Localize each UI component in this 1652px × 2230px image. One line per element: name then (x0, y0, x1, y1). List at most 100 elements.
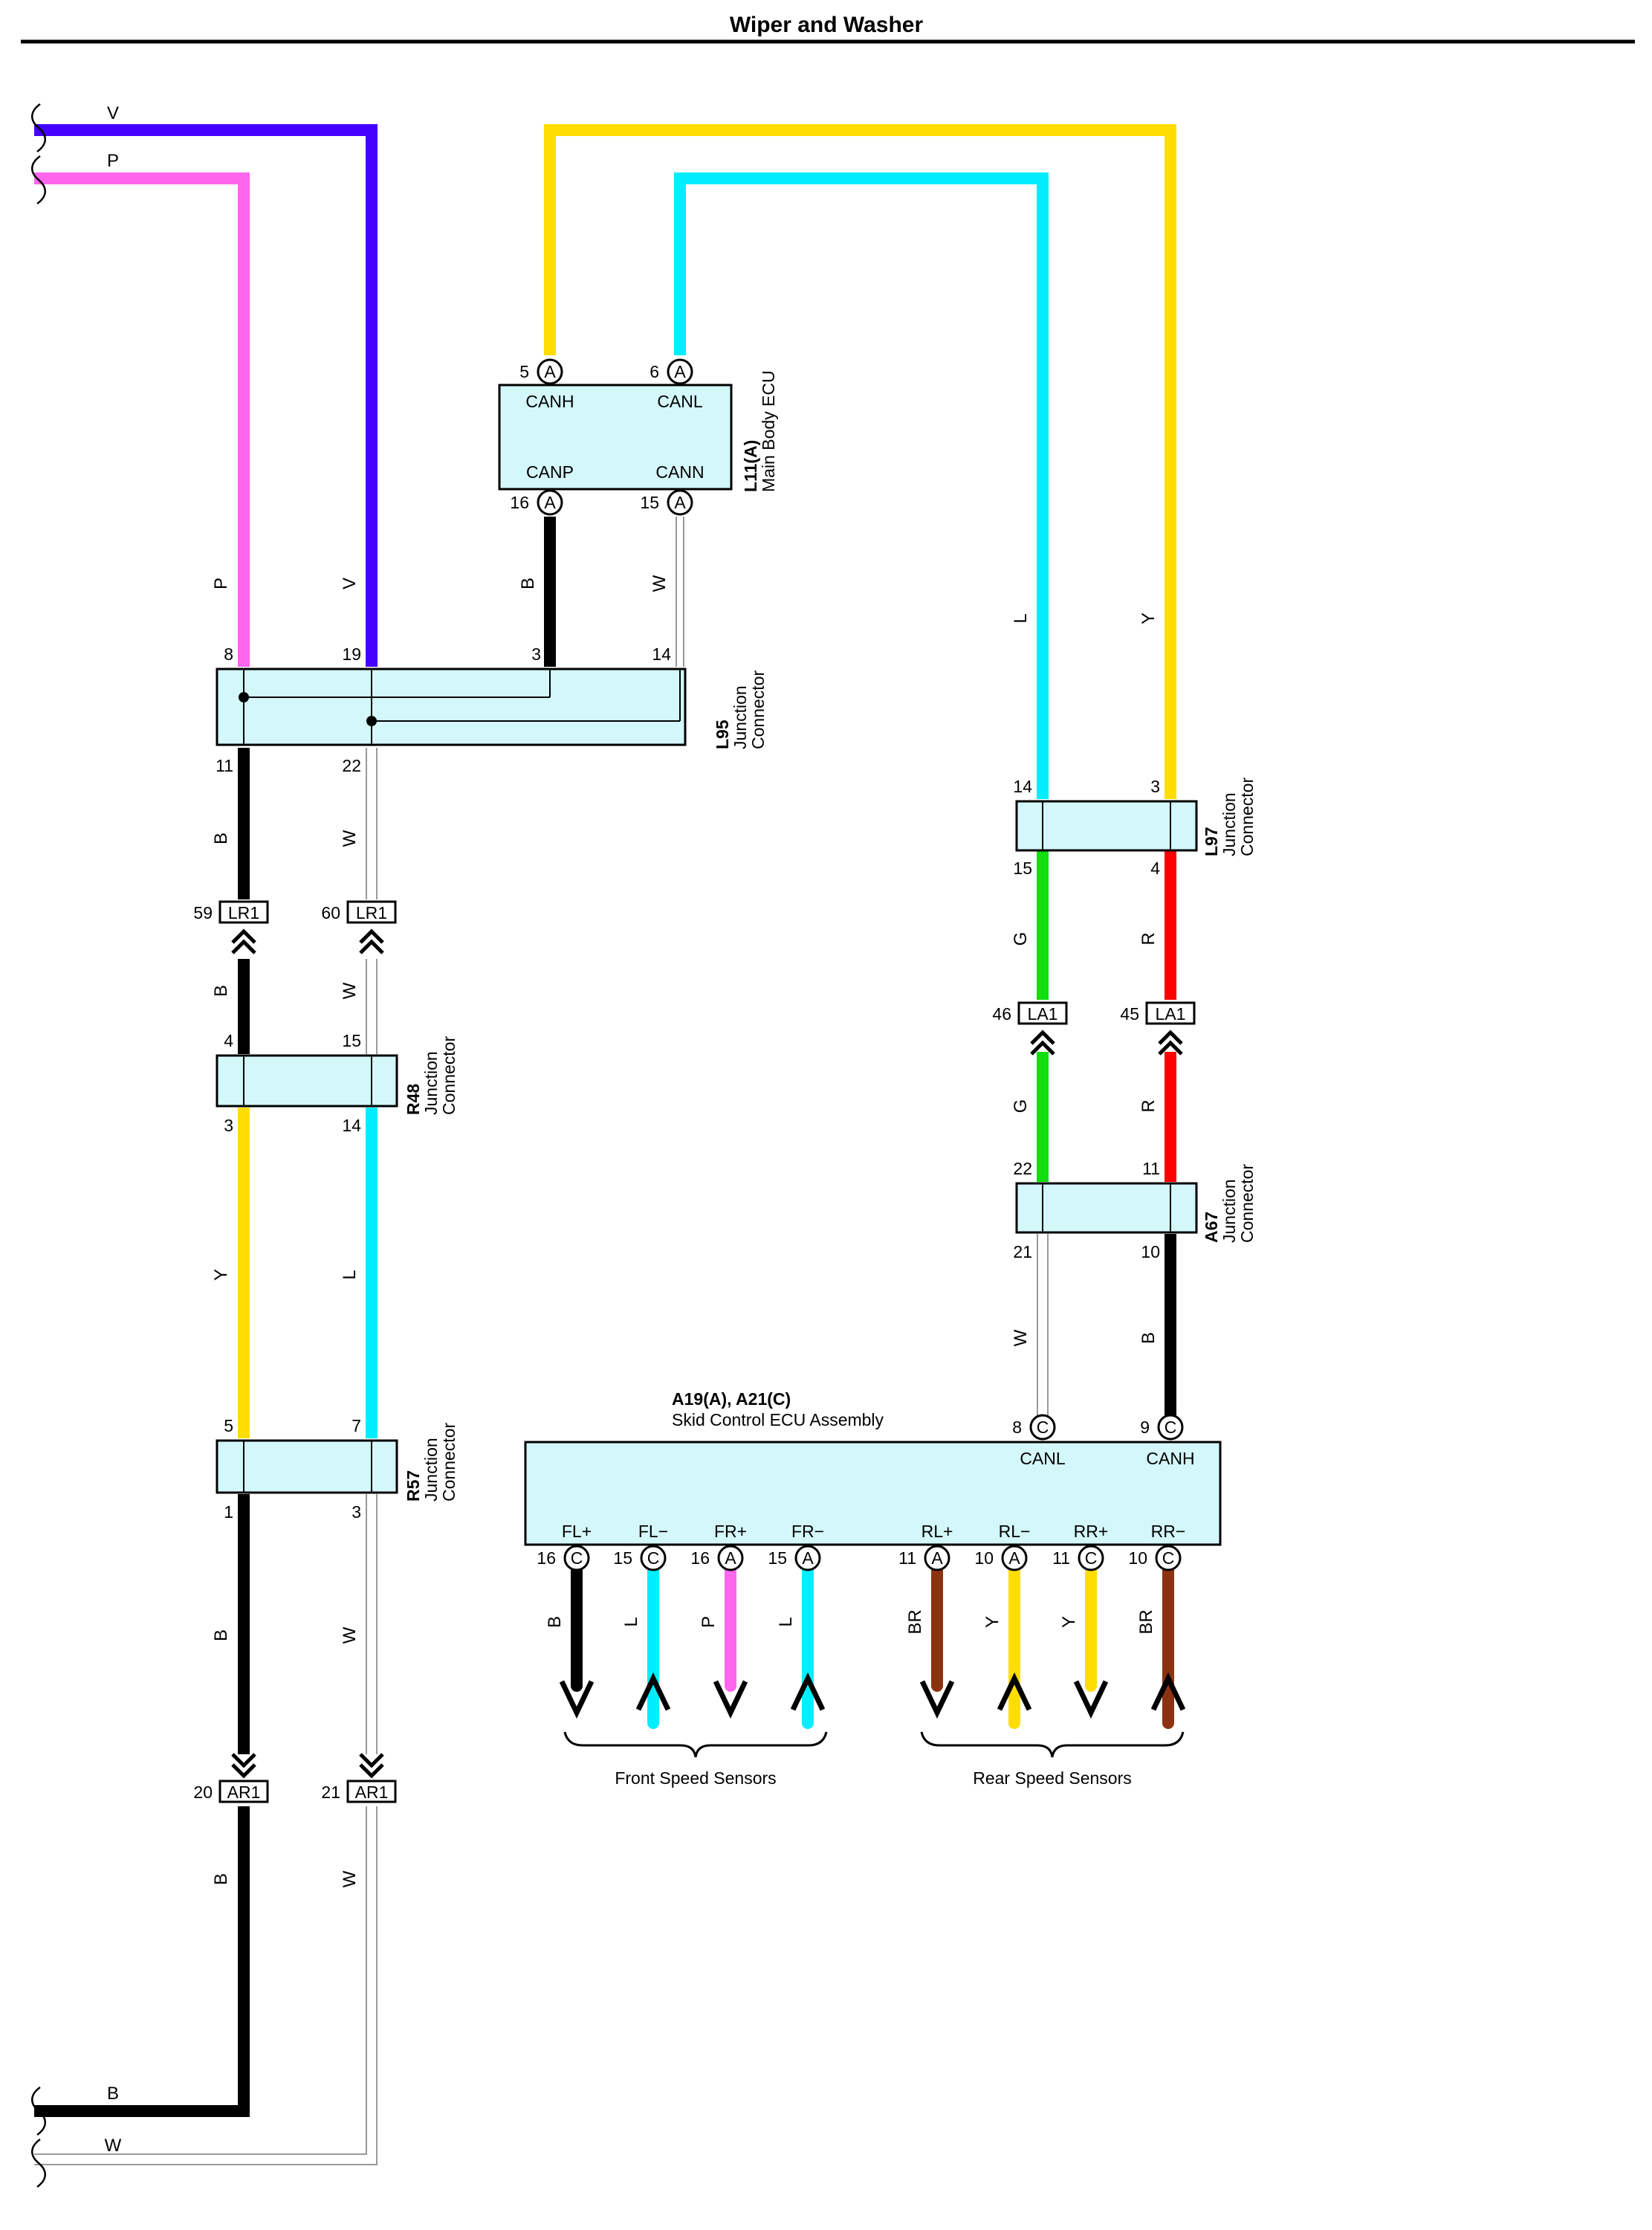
component-name: Connector (1237, 778, 1257, 856)
arrow-down-icon (1073, 1680, 1109, 1719)
pin-circle (1157, 1414, 1184, 1441)
pin-number: 15 (768, 1548, 787, 1568)
pin-number: 3 (531, 644, 541, 664)
junction-connector-a67: 22 11 21 10 A67 Junction Connector (1013, 1159, 1257, 1261)
wire-label: R (1138, 1099, 1159, 1112)
pin-circle (1029, 1414, 1056, 1441)
inline-connector-pin: 45 (1120, 1004, 1139, 1024)
arrow-up-icon (997, 1672, 1032, 1711)
pin-conn: A (931, 1548, 943, 1568)
pin-number: 3 (1150, 777, 1160, 796)
pin-label: FL+ (562, 1522, 592, 1541)
pin-circle (1001, 1545, 1028, 1571)
pin-conn: A (1008, 1548, 1020, 1568)
component-name: Connector (439, 1423, 459, 1502)
pin-conn: A (544, 493, 556, 512)
inline-connector-pin: 59 (193, 903, 213, 922)
diagram-title: Wiper and Washer (730, 13, 924, 37)
wire-label: W (340, 830, 360, 847)
pin-number: 10 (1141, 1242, 1160, 1261)
wire-w-l95-22 (366, 748, 378, 899)
pin-circle (794, 1545, 821, 1571)
pin-circle (563, 1545, 590, 1571)
wires (34, 124, 1176, 2165)
component-name: Junction (1219, 1179, 1239, 1243)
pin-number: 1 (224, 1502, 233, 1522)
pin-label: CANH (525, 392, 574, 411)
inline-connector-pin: 20 (193, 1783, 213, 1802)
inline-connector-ar1-21 (346, 1780, 397, 1803)
wire-label: V (107, 103, 119, 123)
pin-number: 7 (352, 1416, 361, 1435)
component-name: Connector (748, 670, 768, 749)
wire-label: B (211, 833, 231, 844)
pin-number: 15 (342, 1031, 361, 1050)
pin-number: 11 (898, 1548, 916, 1568)
pin-conn: A (725, 1548, 736, 1568)
pin-number: 16 (510, 493, 529, 512)
component-name: Junction (421, 1438, 441, 1502)
wire-label: B (211, 1873, 231, 1885)
pin-circle (537, 358, 563, 385)
l97-box (1015, 800, 1198, 852)
wire-w-lr1-60 (366, 959, 378, 1054)
pin-label: RL+ (921, 1522, 953, 1541)
wire-y-canh (544, 124, 1176, 799)
wire-label: B (211, 1629, 231, 1641)
pin-label: FL− (638, 1522, 668, 1541)
chevron-down-icon (359, 1753, 384, 1779)
front-sensors-brace (563, 1731, 828, 1758)
wire-labels: V P B W P V B W B W B W Y L B W B W L Y … (105, 103, 1159, 2156)
wire-label: L (1011, 613, 1031, 623)
pin-circle (667, 489, 693, 516)
pin-number: 4 (224, 1031, 233, 1050)
pin-conn: C (1085, 1548, 1098, 1568)
pin-circle (640, 1545, 667, 1571)
pin-number: 4 (1150, 859, 1160, 878)
wire-label: V (340, 578, 360, 589)
skid-control-ecu: A19(A), A21(C) Skid Control ECU Assembly… (524, 1389, 1222, 1729)
component-name: Skid Control ECU Assembly (672, 1410, 884, 1429)
l95-box (216, 668, 687, 746)
pin-label: CANL (1020, 1449, 1066, 1468)
wire-label: B (545, 1616, 565, 1628)
component-name: Connector (439, 1036, 459, 1115)
component-code: R48 (404, 1084, 423, 1115)
wire-label: P (211, 578, 231, 589)
wire-w-a67-21 (1037, 1234, 1049, 1416)
wire-label: W (340, 1870, 360, 1887)
inline-connector-la1-46 (1017, 1001, 1068, 1025)
arrow-up-icon (635, 1672, 671, 1711)
wire-label: Y (1059, 1616, 1079, 1628)
pin-conn: C (647, 1548, 660, 1568)
chevron-up-icon (1158, 1030, 1183, 1056)
wire-label: B (107, 2084, 119, 2104)
wire-label: G (1011, 932, 1031, 946)
pin-number: 11 (1142, 1159, 1160, 1178)
wire-label: Y (1138, 613, 1159, 624)
pin-number: 14 (652, 644, 671, 664)
splice-dot (366, 716, 377, 726)
pin-conn: A (674, 493, 686, 512)
wire-label: W (650, 575, 670, 592)
pin-number: 3 (352, 1502, 361, 1522)
junction-connector-l97: 14 3 15 4 L97 Junction Connector (1013, 777, 1257, 878)
pin-circle (667, 358, 693, 385)
pin-circle (717, 1545, 744, 1571)
arrow-up-icon (790, 1672, 826, 1711)
sensor-groups: Front Speed Sensors Rear Speed Sensors (563, 1731, 1185, 1788)
inline-connector-name: LA1 (1028, 1004, 1058, 1024)
wire-label: R (1138, 932, 1159, 945)
arrow-down-icon (919, 1680, 955, 1719)
pin-number: 15 (613, 1548, 632, 1568)
inline-connector-name: AR1 (227, 1783, 261, 1802)
inline-connector-pin: 21 (321, 1783, 340, 1802)
rear-sensors-label: Rear Speed Sensors (973, 1768, 1132, 1788)
splice-dot (239, 692, 249, 702)
chevron-up-icon (359, 928, 384, 954)
wire-b-ground (34, 1806, 250, 2117)
pin-label: RL− (999, 1522, 1031, 1541)
component-name: Main Body ECU (759, 370, 778, 492)
inline-connectors: LR1 59 LR1 60 LA1 46 LA1 45 AR1 20 AR1 2… (193, 900, 1196, 1803)
